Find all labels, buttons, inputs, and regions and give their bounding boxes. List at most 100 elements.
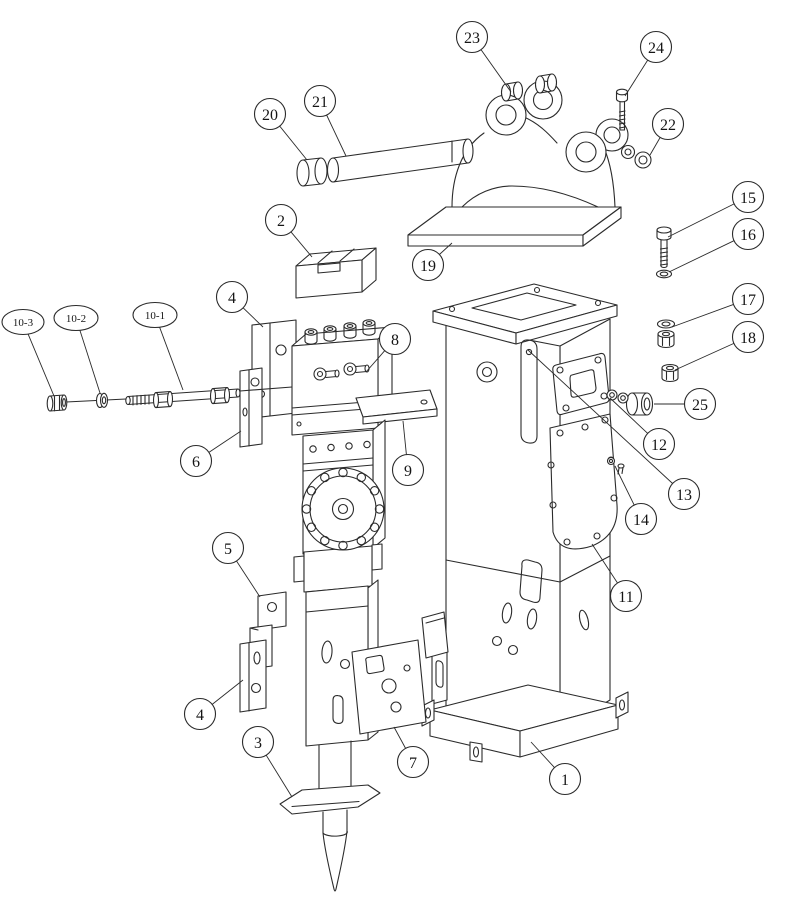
part-mount-bracket (407, 80, 629, 247)
callout-circle-14 (624, 502, 658, 536)
part-plate-7 (351, 639, 427, 735)
callout-24: 24 (639, 30, 673, 64)
callout-label-13: 13 (676, 487, 692, 504)
callout-balloons: 2324222021219151617182512131411410-110-2… (1, 20, 765, 796)
callout-4-lower: 4 (183, 697, 217, 731)
callout-circle-7 (396, 745, 430, 779)
callout-circle-10-2 (53, 304, 99, 332)
callout-circle-1 (548, 762, 582, 796)
callout-label-4-upper: 4 (228, 290, 236, 307)
callout-label-4-lower: 4 (196, 707, 204, 724)
leader-17 (671, 303, 734, 328)
callout-circle-10-3 (1, 308, 45, 336)
callout-circle-4-lower (183, 697, 217, 731)
callout-23: 23 (455, 20, 489, 54)
callout-circle-23 (455, 20, 489, 54)
callout-circle-17 (731, 282, 765, 316)
callout-label-10-1: 10-1 (145, 310, 165, 322)
callout-14: 14 (624, 502, 658, 536)
callout-label-3: 3 (254, 735, 262, 752)
leader-13 (527, 349, 673, 484)
part-washer-16 (655, 269, 673, 279)
callout-circle-18 (731, 320, 765, 354)
callout-label-24: 24 (648, 40, 664, 57)
leader-9 (402, 420, 407, 455)
callout-label-8: 8 (391, 332, 399, 349)
callout-label-25: 25 (692, 397, 708, 414)
part-washers-22 (620, 144, 652, 169)
callout-circle-20 (253, 97, 287, 131)
callout-7: 7 (396, 745, 430, 779)
leader-10-1 (159, 327, 184, 391)
callout-18: 18 (731, 320, 765, 354)
callout-label-1: 1 (561, 772, 569, 789)
callout-25: 25 (683, 387, 717, 421)
part-small-plate (421, 611, 449, 659)
leader-23 (480, 49, 512, 93)
callout-label-21: 21 (312, 94, 328, 111)
callout-5: 5 (211, 531, 245, 565)
leader-10-2 (79, 330, 101, 394)
callout-3: 3 (241, 725, 275, 759)
callout-circle-19 (411, 248, 445, 282)
callout-circle-13 (667, 477, 701, 511)
leader-3 (265, 754, 293, 798)
leader-24 (624, 59, 649, 97)
leader-22 (649, 137, 661, 156)
callout-label-6: 6 (192, 454, 200, 471)
part-cushion-2 (295, 247, 377, 299)
leader-2 (290, 231, 313, 258)
callout-circle-9 (391, 453, 425, 487)
callout-circle-24 (639, 30, 673, 64)
callout-circle-15 (731, 180, 765, 214)
callout-label-23: 23 (464, 30, 480, 47)
callout-circle-22 (651, 107, 685, 141)
leader-14 (614, 465, 635, 506)
callout-label-11: 11 (618, 589, 633, 606)
callout-label-16: 16 (740, 227, 756, 244)
leader-4-lower (211, 679, 244, 705)
callout-label-15: 15 (740, 190, 756, 207)
leader-18 (674, 342, 735, 371)
callout-label-9: 9 (404, 463, 412, 480)
part-nut-18 (661, 363, 679, 383)
callout-12: 12 (642, 427, 676, 461)
part-bolt-24 (615, 88, 629, 131)
leader-19 (439, 242, 453, 255)
callout-circle-4-upper (215, 280, 249, 314)
callout-circle-11 (609, 579, 643, 613)
leader-11 (591, 543, 618, 584)
part-plate-9 (355, 389, 438, 425)
callout-label-22: 22 (660, 117, 676, 134)
leader-15 (667, 203, 735, 238)
callout-circle-2 (264, 203, 298, 237)
callout-label-17: 17 (740, 292, 756, 309)
callout-2: 2 (264, 203, 298, 237)
part-bolt-15 (656, 226, 672, 269)
callout-4-upper: 4 (215, 280, 249, 314)
part-plate-4-lower (239, 639, 267, 713)
callout-20: 20 (253, 97, 287, 131)
callout-label-14: 14 (633, 512, 649, 529)
callout-label-18: 18 (740, 330, 756, 347)
callout-21: 21 (303, 84, 337, 118)
leader-10-3 (27, 333, 55, 397)
callout-circle-6 (179, 444, 213, 478)
callout-17: 17 (731, 282, 765, 316)
callout-circle-3 (241, 725, 275, 759)
callout-circle-16 (731, 217, 765, 251)
part-tie-rod-10 (46, 386, 293, 412)
callout-9: 9 (391, 453, 425, 487)
part-plate-6 (239, 367, 263, 448)
callout-label-12: 12 (651, 437, 667, 454)
callout-11: 11 (609, 579, 643, 613)
callout-10-2: 10-2 (53, 304, 99, 332)
callout-circle-10-1 (132, 301, 178, 329)
callout-label-10-3: 10-3 (13, 317, 34, 329)
callout-label-19: 19 (420, 258, 436, 275)
callout-10-3: 10-3 (1, 308, 45, 336)
leader-6 (208, 430, 242, 453)
callout-22: 22 (651, 107, 685, 141)
